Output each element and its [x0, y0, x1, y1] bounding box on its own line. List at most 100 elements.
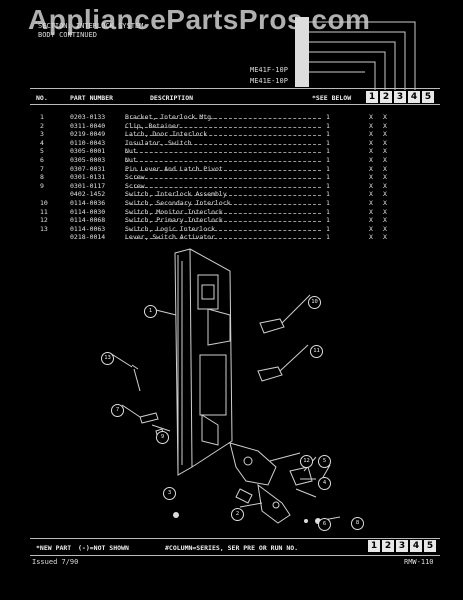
- row-quantity: 1: [326, 181, 330, 190]
- callout-13: 13: [101, 352, 114, 365]
- row-quantity: 1: [326, 233, 330, 242]
- row-col-1-mark: X: [369, 233, 373, 242]
- row-col-1-mark: X: [369, 181, 373, 190]
- col-header-part: PART NUMBER: [70, 94, 114, 102]
- row-description: Latch, Door Interlock: [125, 130, 208, 139]
- col-header-see-below: *SEE BELOW: [312, 94, 352, 102]
- row-description: Screw: [125, 173, 145, 182]
- row-no: 3: [40, 130, 44, 139]
- row-col-2-mark: X: [383, 216, 387, 225]
- row-part-number: 0114-0068: [70, 216, 106, 225]
- footer-box-2: 2: [382, 540, 394, 552]
- col-box-5: 5: [422, 91, 434, 103]
- callout-10: 10: [308, 296, 321, 309]
- row-col-1-mark: X: [369, 216, 373, 225]
- row-col-1-mark: X: [369, 207, 373, 216]
- row-description: Switch, Primary Interlock: [125, 216, 223, 225]
- section-title: SECTION: INTERLOCK SYSTEM: [38, 22, 144, 30]
- row-leader-dashes: [125, 186, 321, 188]
- row-quantity: 1: [326, 199, 330, 207]
- footer-box-1: 1: [368, 540, 380, 552]
- row-col-1-mark: X: [369, 121, 373, 130]
- row-part-number: 0219-0049: [70, 130, 106, 139]
- callout-9: 9: [156, 431, 169, 444]
- header-bottom-rule: [30, 104, 440, 105]
- footer-column-note: #COLUMN=SERIES, SER PRE OR RUN NO.: [165, 544, 299, 552]
- row-description: Switch, Monitor Interlock: [125, 207, 223, 216]
- row-quantity: 1: [326, 190, 330, 199]
- footer-box-4: 4: [410, 540, 422, 552]
- row-no: 13: [40, 224, 48, 233]
- row-leader-dashes: [125, 195, 321, 197]
- row-col-2-mark: X: [383, 121, 387, 130]
- row-quantity: 1: [326, 164, 330, 173]
- footer-not-shown: (-)=NOT SHOWN: [78, 544, 129, 552]
- row-col-2-mark: X: [383, 138, 387, 147]
- row-col-1-mark: X: [369, 164, 373, 173]
- col-box-1: 1: [366, 91, 378, 103]
- watermark: AppliancePartsPros.com: [28, 4, 371, 35]
- footer-bottom-rule: [30, 555, 440, 556]
- footer-top-rule: [30, 538, 440, 539]
- row-part-number: 0311-0040: [70, 121, 106, 130]
- row-no: 8: [40, 173, 44, 182]
- row-col-2-mark: X: [383, 147, 387, 156]
- col-header-desc: DESCRIPTION: [150, 94, 194, 102]
- row-col-2-mark: X: [383, 199, 387, 207]
- row-no: 5: [40, 147, 44, 156]
- row-description: Lever, Switch Activator: [125, 233, 216, 242]
- col-header-no: NO.: [36, 94, 48, 102]
- callout-6: 6: [318, 518, 331, 531]
- row-quantity: 1: [326, 113, 330, 121]
- row-col-2-mark: X: [383, 113, 387, 121]
- row-col-1-mark: X: [369, 113, 373, 121]
- row-leader-dashes: [125, 118, 321, 119]
- row-leader-dashes: [125, 221, 321, 223]
- model-1: ME41F-10P: [250, 66, 288, 74]
- issued-date: Issued 7/90: [32, 558, 79, 566]
- header-top-rule: [30, 88, 440, 89]
- row-part-number: 0114-0063: [70, 224, 106, 233]
- footer-new-part: *NEW PART: [36, 544, 72, 552]
- row-quantity: 1: [326, 216, 330, 225]
- row-quantity: 1: [326, 147, 330, 156]
- row-col-1-mark: X: [369, 147, 373, 156]
- row-leader-dashes: [125, 126, 321, 128]
- row-col-2-mark: X: [383, 164, 387, 173]
- row-no: 10: [40, 199, 48, 207]
- callout-11: 11: [310, 345, 323, 358]
- row-leader-dashes: [125, 238, 321, 240]
- callout-7: 7: [111, 404, 124, 417]
- row-description: Nut: [125, 156, 137, 164]
- row-col-1-mark: X: [369, 224, 373, 233]
- row-no: 9: [40, 181, 44, 190]
- row-leader-dashes: [125, 212, 321, 214]
- row-quantity: 1: [326, 121, 330, 130]
- col-box-2: 2: [380, 91, 392, 103]
- row-quantity: 1: [326, 224, 330, 233]
- row-no: 6: [40, 156, 44, 164]
- row-part-number: 0402-1452: [70, 190, 106, 199]
- row-col-1-mark: X: [369, 173, 373, 182]
- row-col-2-mark: X: [383, 190, 387, 199]
- exploded-diagram: [109, 248, 341, 524]
- row-part-number: 0307-0031: [70, 164, 106, 173]
- row-leader-dashes: [125, 204, 321, 205]
- model-bracket-lines: [295, 17, 416, 90]
- row-description: Switch, Secondary Interlock: [125, 199, 231, 207]
- row-leader-dashes: [125, 161, 321, 162]
- row-quantity: 1: [326, 173, 330, 182]
- row-description: Bracket, Interlock Mtg.: [125, 113, 216, 121]
- row-quantity: 1: [326, 207, 330, 216]
